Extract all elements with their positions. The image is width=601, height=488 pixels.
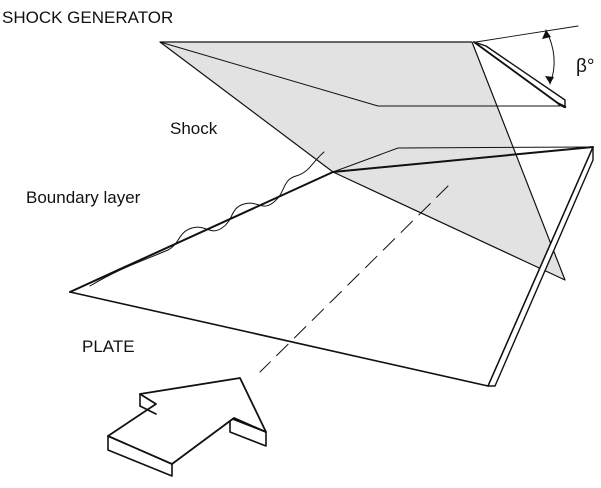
plate-far-edge <box>487 146 594 387</box>
shock-generator-label: SHOCK GENERATOR <box>2 8 173 27</box>
angle-label: β° <box>576 56 595 77</box>
angle-arrowhead-top <box>542 30 551 39</box>
plate-front-edge <box>69 291 489 387</box>
boundary-layer-line <box>89 151 325 287</box>
flow-arrow <box>107 377 267 477</box>
plate-centerline <box>259 185 449 373</box>
wedge-lower-edge <box>473 41 560 105</box>
angle-reference-line <box>475 25 579 43</box>
angle-arrowhead-bottom <box>545 76 554 84</box>
flow-arrow-fold2 <box>139 405 157 415</box>
plate-label: PLATE <box>82 337 135 356</box>
wedge-base <box>557 102 567 109</box>
angle-arc <box>545 29 555 85</box>
boundary-layer-label: Boundary layer <box>26 188 141 207</box>
shock-intersection-line <box>159 41 561 107</box>
shock-plate-line <box>332 146 594 173</box>
shock-label: Shock <box>170 119 218 138</box>
flow-arrow-body <box>107 377 267 465</box>
